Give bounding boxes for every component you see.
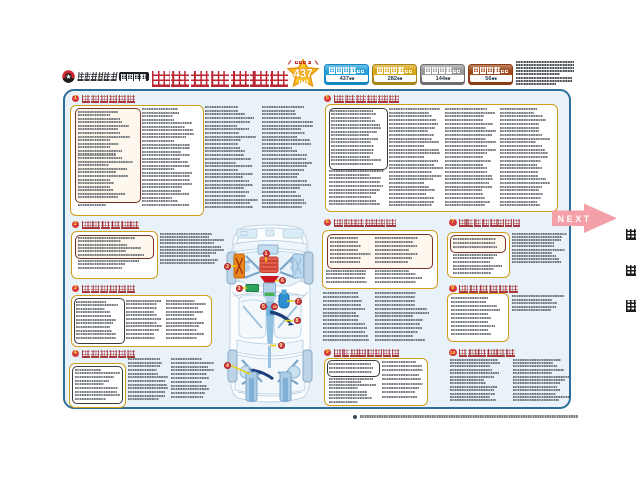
svg-text:437: 437 — [293, 69, 312, 81]
svg-text:NEXT: NEXT — [558, 214, 592, 224]
